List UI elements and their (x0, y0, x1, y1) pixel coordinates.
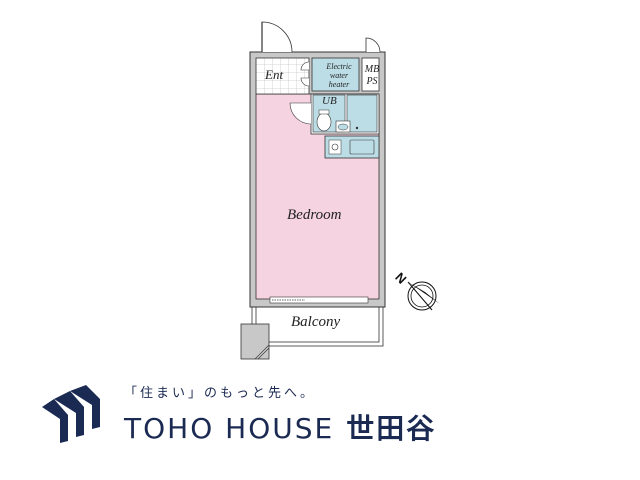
floor-plan: N (240, 21, 440, 360)
compass-icon: N (392, 270, 440, 311)
mbps-door (365, 37, 381, 53)
bedroom-label: Bedroom (287, 207, 342, 223)
water-heater-label: Electric water heater (326, 62, 352, 89)
entrance-label: Ent (265, 67, 284, 82)
toilet (316, 112, 332, 132)
balcony-label: Balcony (291, 314, 341, 330)
unit-bath-label: UB (322, 95, 337, 107)
toho-house-logo-icon (42, 385, 100, 443)
brand-name-en: TOHO HOUSE (124, 412, 335, 445)
tagline: 「住まい」のもっと先へ。 (124, 386, 317, 401)
balcony-area (255, 306, 380, 343)
brand-name: TOHO HOUSE 世田谷 (124, 407, 436, 447)
entrance-area (255, 57, 310, 95)
bathtub (346, 94, 378, 133)
mbps-area (361, 57, 380, 92)
mbps-label: MB PS (364, 64, 380, 87)
balcony-window (269, 296, 369, 304)
water-heater-area (311, 57, 360, 92)
brand-name-jp: 世田谷 (346, 412, 437, 445)
svg-text:N: N (392, 270, 409, 287)
entrance-door (261, 21, 293, 53)
column (240, 323, 270, 360)
